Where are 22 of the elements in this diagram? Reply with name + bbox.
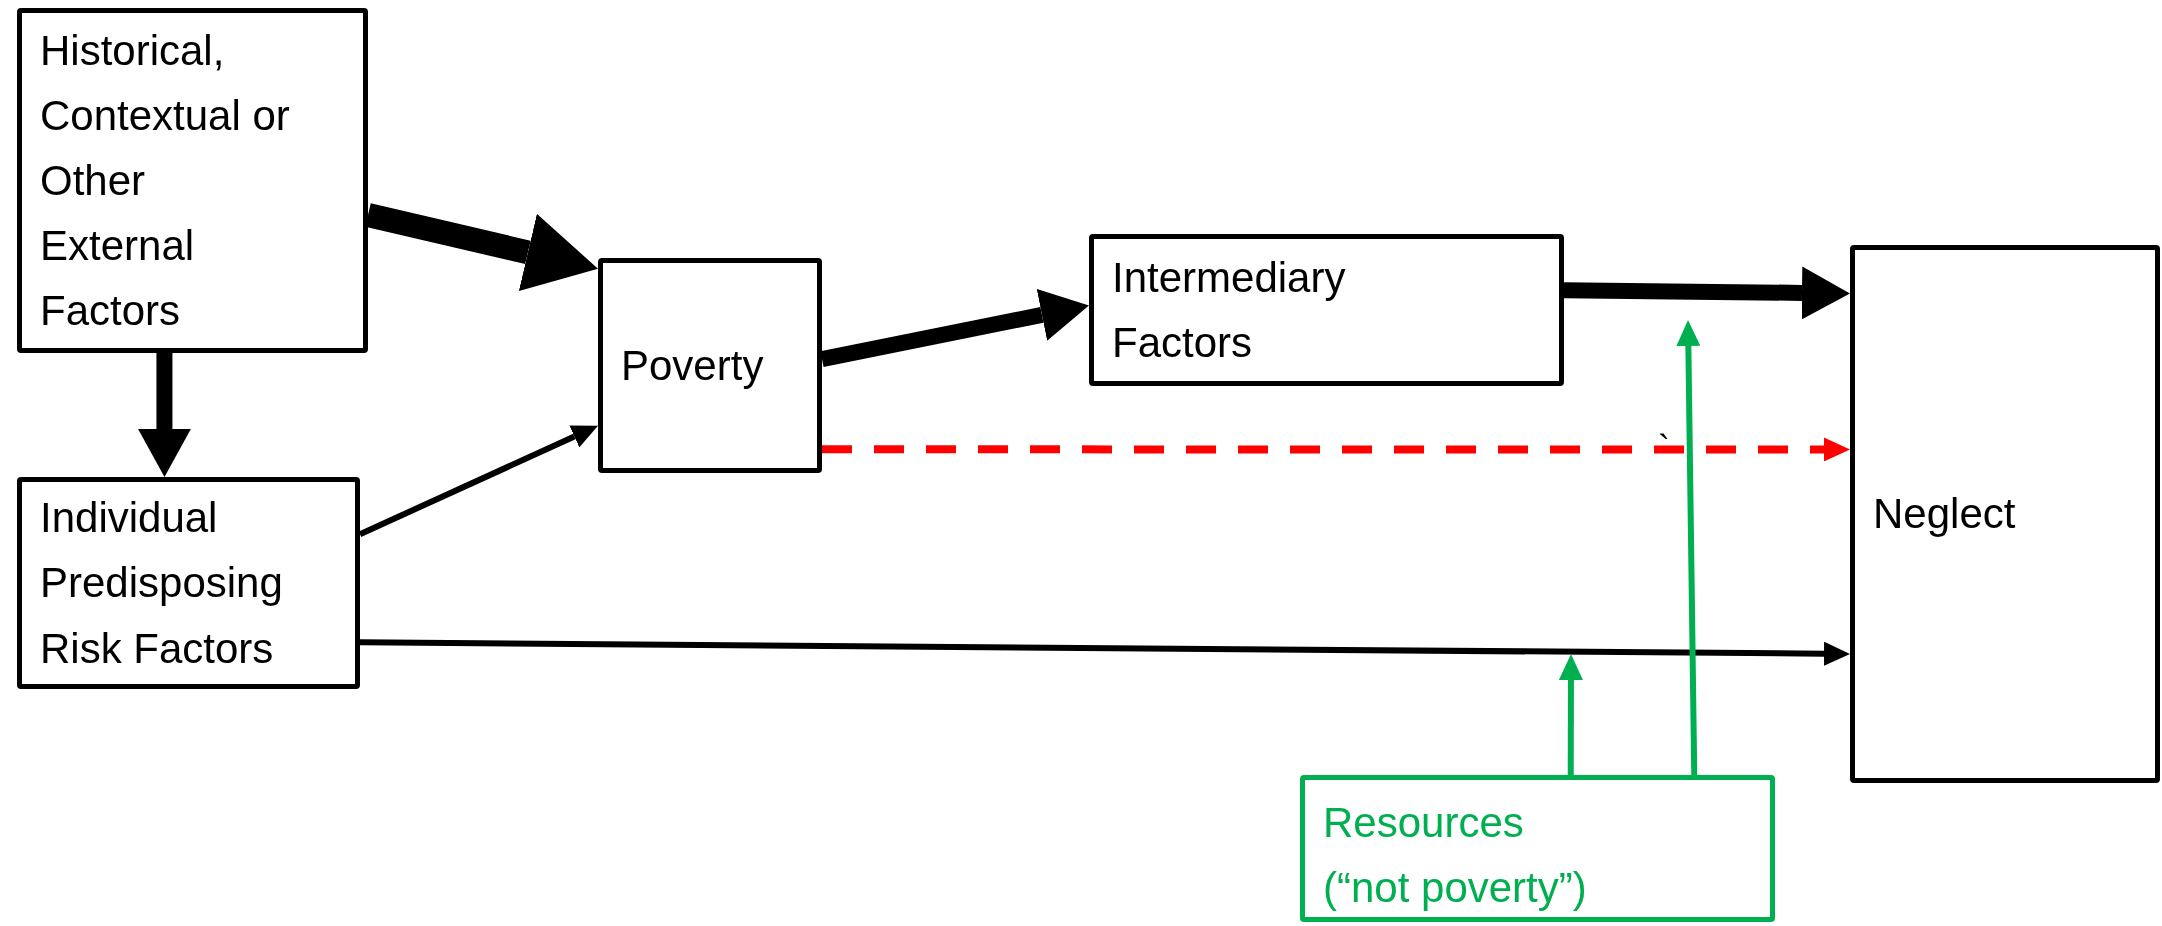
node-label: Individual Predisposing Risk Factors [40, 493, 284, 674]
node-label: Historical, Contextual or Other External Factors [40, 25, 291, 337]
arrow [1558, 654, 1583, 775]
process-box [1850, 245, 2160, 783]
process-box [1300, 775, 1775, 922]
node-label: Poverty [621, 340, 764, 391]
process-box [17, 8, 368, 353]
process-box [17, 477, 360, 689]
node-label: Neglect [1873, 489, 2016, 540]
node-label: Intermediary Factors [1112, 252, 1347, 368]
arrow [1563, 266, 1850, 320]
node-label: Resources [1323, 798, 1525, 848]
node-label: (“not poverty”) [1323, 863, 1587, 914]
arrow [358, 425, 598, 537]
arrow [138, 353, 191, 477]
process-box [1089, 234, 1564, 386]
arrow [820, 289, 1089, 367]
arrow [359, 639, 1850, 666]
stray-mark: ` [1658, 428, 1670, 470]
arrow [1676, 320, 1701, 776]
process-box [598, 258, 822, 473]
arrow [365, 203, 598, 291]
